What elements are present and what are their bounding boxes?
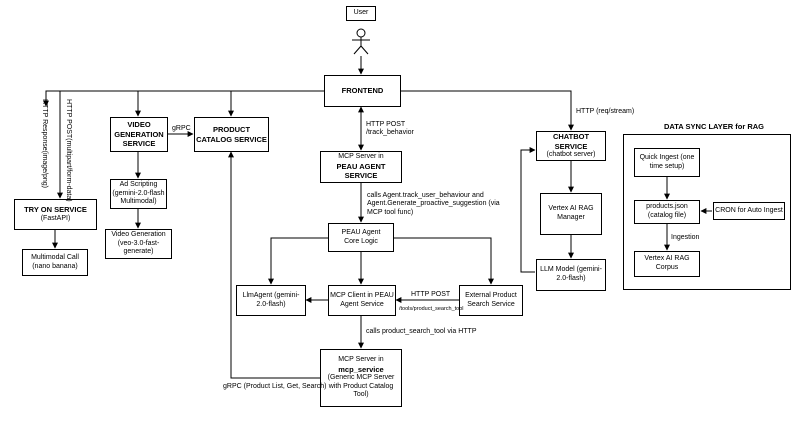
chatbot-service-box[interactable]: CHATBOT SERVICE (chatbot server) (536, 131, 606, 161)
edge-label-http-post-track: HTTP POST /track_behavior (366, 121, 414, 137)
product-catalog-service-box[interactable]: PRODUCT CATALOG SERVICE (194, 117, 269, 152)
products-json-label: products.json (catalog file) (646, 203, 688, 219)
multimodal-call-label: Multimodal Call (nano banana) (31, 253, 79, 270)
rag-manager-box[interactable]: Vertex AI RAG Manager (540, 193, 602, 235)
products-json-box[interactable]: products.json (catalog file) (634, 200, 700, 224)
video-generation-box[interactable]: Video Generation (veo-3.0-fast-generate) (105, 229, 172, 259)
try-on-service-title: TRY ON SERVICE (24, 205, 87, 215)
external-product-search-box[interactable]: External Product Search Service (459, 285, 523, 316)
edge-label-http-post-multipart: HTTP POST(multipart/form-data) (65, 99, 72, 202)
edge-label-grpc-product: gRPC (Product List, Get, Search) (223, 383, 327, 390)
video-generation-label: Video Generation (veo-3.0-fast-generate) (111, 230, 166, 256)
llm-model-box[interactable]: LLM Model (gemini-2.0-flash) (536, 259, 606, 291)
llm-agent-label: LlmAgent (gemini-2.0-flash) (242, 291, 300, 308)
edge-label-calls-product-search: calls product_search_tool via HTTP (366, 328, 477, 335)
user-actor-figure (352, 28, 370, 55)
mcp-server-peau-bold: PEAU AGENT SERVICE (336, 162, 386, 181)
mcp-client-box[interactable]: MCP Client in PEAU Agent Service (328, 285, 396, 316)
mcp-server-peau-box[interactable]: MCP Server in PEAU AGENT SERVICE (320, 151, 402, 183)
edge-label-http-req-stream: HTTP (req/stream) (576, 108, 635, 115)
frontend-title: FRONTEND (341, 86, 384, 96)
peau-core-logic-box[interactable]: PEAU Agent Core Logic (328, 223, 394, 252)
llm-model-label: LLM Model (gemini-2.0-flash) (540, 266, 602, 282)
edge-label-calls-agent: calls Agent.track_user_behaviour and Age… (367, 192, 500, 216)
rag-corpus-label: Vertex AI RAG Corpus (644, 255, 690, 271)
quick-ingest-label: Quick Ingest (one time setup) (639, 153, 695, 170)
video-generation-service-title: VIDEO GENERATION SERVICE (114, 120, 164, 149)
product-catalog-service-title: PRODUCT CATALOG SERVICE (196, 125, 267, 144)
video-generation-service-box[interactable]: VIDEO GENERATION SERVICE (110, 117, 168, 152)
external-product-search-label: External Product Search Service (465, 291, 517, 308)
chatbot-service-title: CHATBOT SERVICE (552, 132, 590, 151)
ad-scripting-label: Ad Scripting (gemini-2.0-flash Multimoda… (112, 180, 165, 206)
edge-label-http-post: HTTP POST (411, 291, 451, 298)
frontend-box[interactable]: FRONTEND (324, 75, 401, 107)
mcp-service-sub2: (Generic MCP Server with Product Catalog… (327, 373, 395, 399)
edge-frontend-bus (43, 90, 324, 107)
try-on-service-sub: (FastAPI) (40, 214, 71, 222)
rag-manager-label: Vertex AI RAG Manager (548, 205, 594, 221)
data-sync-layer-group (623, 134, 791, 290)
mcp-service-box[interactable]: MCP Server in mcp_service (Generic MCP S… (320, 349, 402, 407)
edge-label-tools-path: /tools/product_search_tool (399, 306, 464, 312)
cron-auto-ingest-box[interactable]: CRON for Auto Ingest (713, 202, 785, 220)
data-sync-layer-title: DATA SYNC LAYER for RAG (664, 122, 765, 131)
llm-agent-box[interactable]: LlmAgent (gemini-2.0-flash) (236, 285, 306, 316)
edge-mcp-catalog (228, 151, 320, 379)
peau-core-logic-label: PEAU Agent Core Logic (341, 228, 381, 245)
edge-label-http-response: HTTP Response(image/png) (41, 99, 48, 188)
rag-corpus-box[interactable]: Vertex AI RAG Corpus (634, 251, 700, 277)
multimodal-call-box[interactable]: Multimodal Call (nano banana) (22, 249, 88, 276)
ad-scripting-box[interactable]: Ad Scripting (gemini-2.0-flash Multimoda… (110, 179, 167, 209)
cron-auto-ingest-label: CRON for Auto Ingest (715, 206, 783, 214)
mcp-service-bold: mcp_service (338, 364, 384, 374)
edge-label-ingestion: Ingestion (671, 234, 700, 241)
mcp-service-sub: MCP Server in (338, 355, 384, 363)
mcp-server-peau-sub: MCP Server in (338, 153, 384, 161)
mcp-client-label: MCP Client in PEAU Agent Service (330, 291, 394, 308)
try-on-service-box[interactable]: TRY ON SERVICE (FastAPI) (14, 199, 97, 230)
user-label: User (353, 9, 369, 17)
edge-label-grpc: gRPC (172, 125, 191, 132)
edge-frontend-chatbot (401, 90, 574, 131)
chatbot-service-sub: (chatbot server) (546, 151, 596, 158)
quick-ingest-box[interactable]: Quick Ingest (one time setup) (634, 148, 700, 177)
user-box[interactable]: User (346, 6, 376, 21)
